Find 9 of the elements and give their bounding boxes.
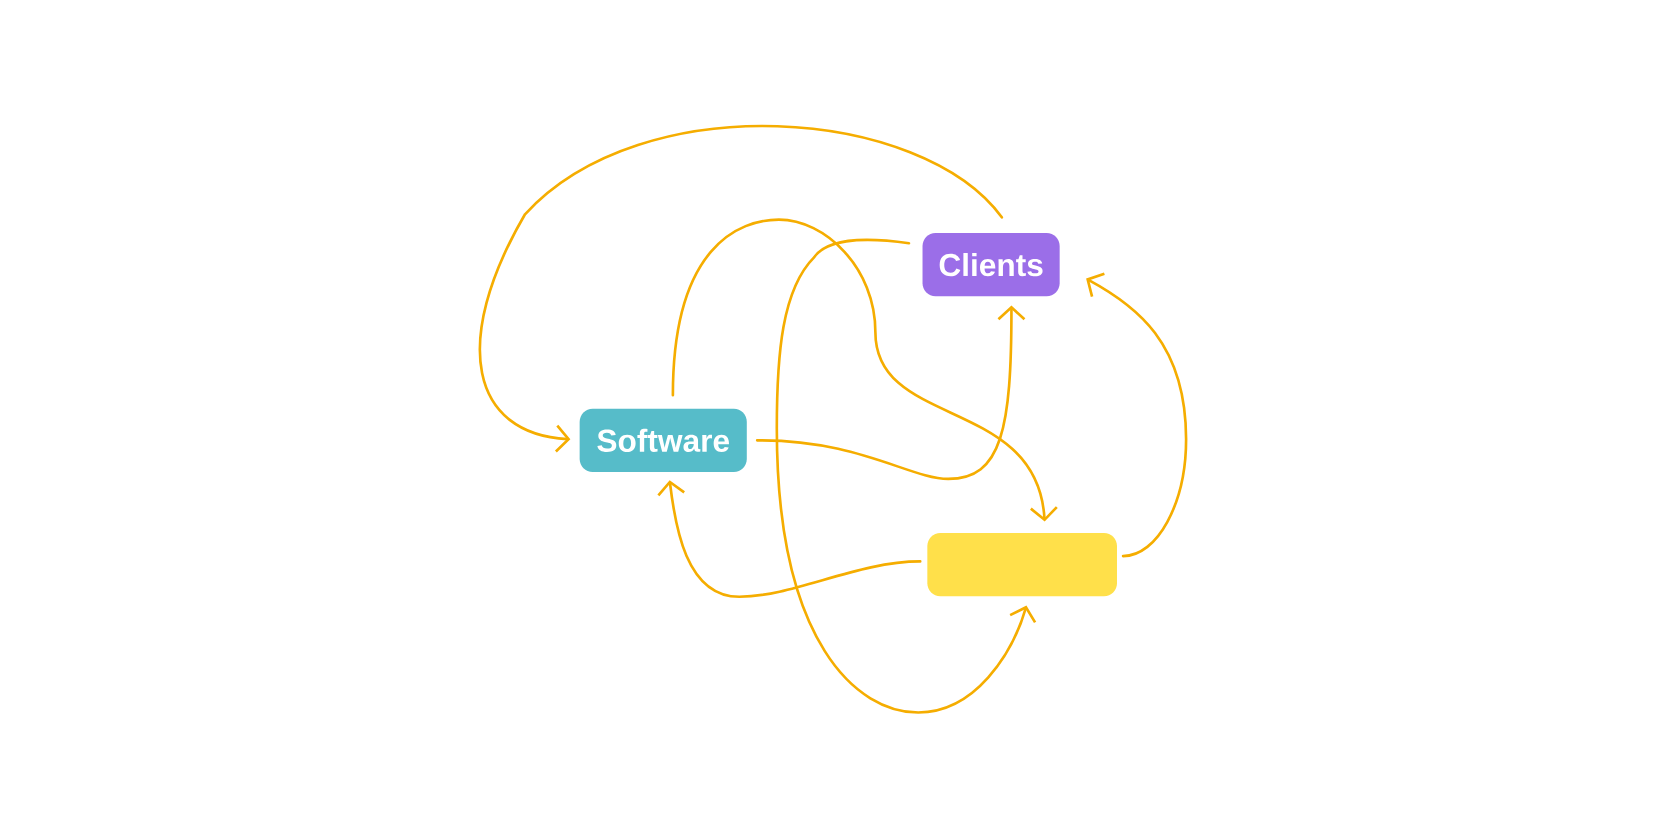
blank-box <box>927 533 1117 597</box>
curved-arrow <box>478 124 1004 453</box>
curved-arrow <box>775 238 1037 714</box>
curved-arrow <box>755 305 1026 481</box>
category-box: Clients <box>922 233 1060 297</box>
curved-arrow <box>1086 272 1188 558</box>
curved-arrow <box>657 480 922 599</box>
category-box: Software <box>579 408 747 472</box>
curved-arrow <box>671 218 1058 522</box>
